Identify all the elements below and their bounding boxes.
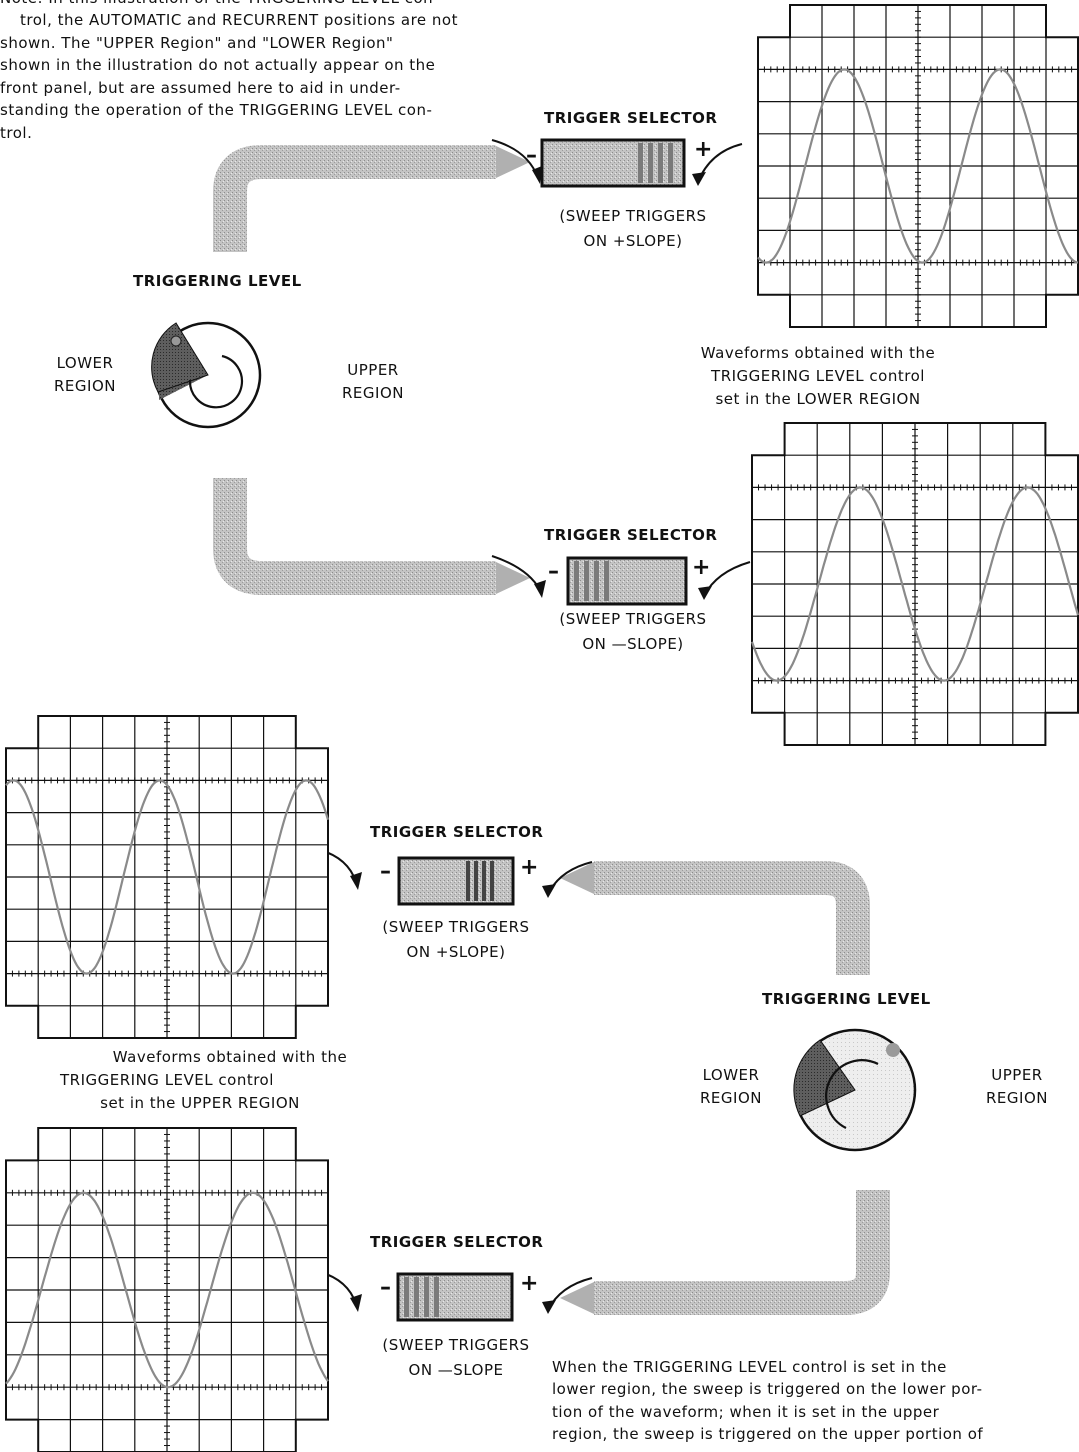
arrowhead-icon	[560, 862, 594, 894]
region-word: REGION	[54, 377, 116, 395]
arrow-to-upper-left-selector	[594, 861, 870, 975]
caption-line: set in the UPPER REGION	[100, 1094, 300, 1112]
caption-line: TRIGGERING LEVEL control	[60, 1071, 274, 1089]
region-word: REGION	[342, 384, 404, 402]
arrow-to-upper-right-selector	[213, 145, 496, 252]
slope-text: ON +SLOPE)	[406, 943, 506, 961]
note-line: trol, the AUTOMATIC and RECURRENT positi…	[20, 11, 458, 29]
plus-sign: +	[692, 555, 711, 580]
waveform-trace	[757, 68, 1079, 264]
trigger-selector-label: TRIGGER SELECTOR	[370, 1233, 544, 1251]
lower-region-word: LOWER	[56, 354, 114, 372]
caption-line: Waveforms obtained with the	[112, 1048, 348, 1066]
plus-sign: +	[520, 855, 539, 880]
sweep-info-4: (SWEEP TRIGGERS ON —SLOPE	[366, 1336, 546, 1380]
caption-line: Waveforms obtained with the	[700, 344, 936, 362]
note-line: shown in the illustration do not actuall…	[0, 56, 436, 74]
slope-text: ON +SLOPE)	[583, 232, 683, 250]
caption-lower-region: Waveforms obtained with the TRIGGERING L…	[693, 344, 943, 409]
note-line: When the TRIGGERING LEVEL control is set…	[552, 1358, 947, 1376]
waveform-trace	[5, 1191, 329, 1389]
arrow-to-lower-right-selector	[213, 478, 496, 595]
trigger-selector-switch-2	[491, 555, 751, 606]
trigger-selector-switch-1	[491, 138, 743, 188]
sweep-info-3: (SWEEP TRIGGERS ON +SLOPE)	[366, 918, 546, 962]
waveform-trace	[5, 779, 330, 975]
slope-text: ON —SLOPE)	[582, 635, 684, 653]
minus-sign: –	[548, 559, 560, 584]
sweep-triggers-text: (SWEEP TRIGGERS	[382, 1336, 530, 1354]
note-line: standing the operation of the TRIGGERING…	[0, 101, 433, 119]
arrow-to-lower-left-selector	[594, 1190, 890, 1315]
note-line: trol.	[0, 124, 33, 142]
upper-region-word: UPPER	[347, 361, 399, 379]
region-word: REGION	[700, 1089, 762, 1107]
scope-screen-2	[750, 422, 1079, 746]
scope-screen-4	[5, 1127, 329, 1452]
triggering-level-label: TRIGGERING LEVEL	[133, 272, 302, 290]
lower-region-label: LOWER REGION	[686, 1066, 776, 1108]
upper-region-label: UPPER REGION	[328, 361, 418, 403]
trigger-selector-label: TRIGGER SELECTOR	[544, 526, 718, 544]
lower-region-word: LOWER	[702, 1066, 760, 1084]
caption-upper-region: Waveforms obtained with the TRIGGERING L…	[40, 1048, 360, 1113]
arrowhead-icon	[496, 562, 530, 594]
note-line: tion of the waveform; when it is set in …	[552, 1403, 940, 1421]
plus-sign: +	[694, 137, 713, 162]
plus-sign: +	[520, 1271, 539, 1296]
note-line: shown. The "UPPER Region" and "LOWER Reg…	[0, 34, 394, 52]
note-line: Note: In this illustration of the TRIGGE…	[0, 0, 528, 8]
waveform-trace	[750, 486, 1079, 682]
trigger-selector-switch-3	[319, 849, 593, 906]
sweep-info-1: (SWEEP TRIGGERS ON +SLOPE)	[543, 207, 723, 251]
scope-screen-3	[5, 715, 330, 1039]
caption-line: TRIGGERING LEVEL control	[711, 367, 925, 385]
lower-region-label: LOWER REGION	[40, 354, 130, 396]
sweep-triggers-text: (SWEEP TRIGGERS	[382, 918, 530, 936]
arrowhead-icon	[560, 1282, 594, 1314]
region-word: REGION	[986, 1089, 1048, 1107]
sweep-info-2: (SWEEP TRIGGERS ON —SLOPE)	[543, 610, 723, 654]
note-line: front panel, but are assumed here to aid…	[0, 79, 401, 97]
minus-sign: –	[380, 859, 392, 884]
trigger-selector-label: TRIGGER SELECTOR	[370, 823, 544, 841]
sweep-triggers-text: (SWEEP TRIGGERS	[559, 610, 707, 628]
slope-text: ON —SLOPE	[408, 1361, 504, 1379]
sweep-triggers-text: (SWEEP TRIGGERS	[559, 207, 707, 225]
trigger-selector-label: TRIGGER SELECTOR	[544, 109, 718, 127]
minus-sign: –	[380, 1275, 392, 1300]
note-line: region, the sweep is triggered on the up…	[552, 1425, 984, 1443]
triggering-level-dial-upper	[793, 1028, 917, 1152]
note-line: lower region, the sweep is triggered on …	[552, 1380, 983, 1398]
minus-sign: –	[526, 143, 538, 168]
arrowhead-icon	[496, 146, 530, 178]
triggering-level-label: TRIGGERING LEVEL	[762, 990, 931, 1008]
triggering-level-dial-lower	[151, 321, 262, 429]
trigger-selector-switch-4	[319, 1271, 593, 1322]
upper-region-word: UPPER	[991, 1066, 1043, 1084]
scope-screen-1	[757, 4, 1079, 328]
upper-region-label: UPPER REGION	[972, 1066, 1062, 1108]
caption-line: set in the LOWER REGION	[715, 390, 921, 408]
